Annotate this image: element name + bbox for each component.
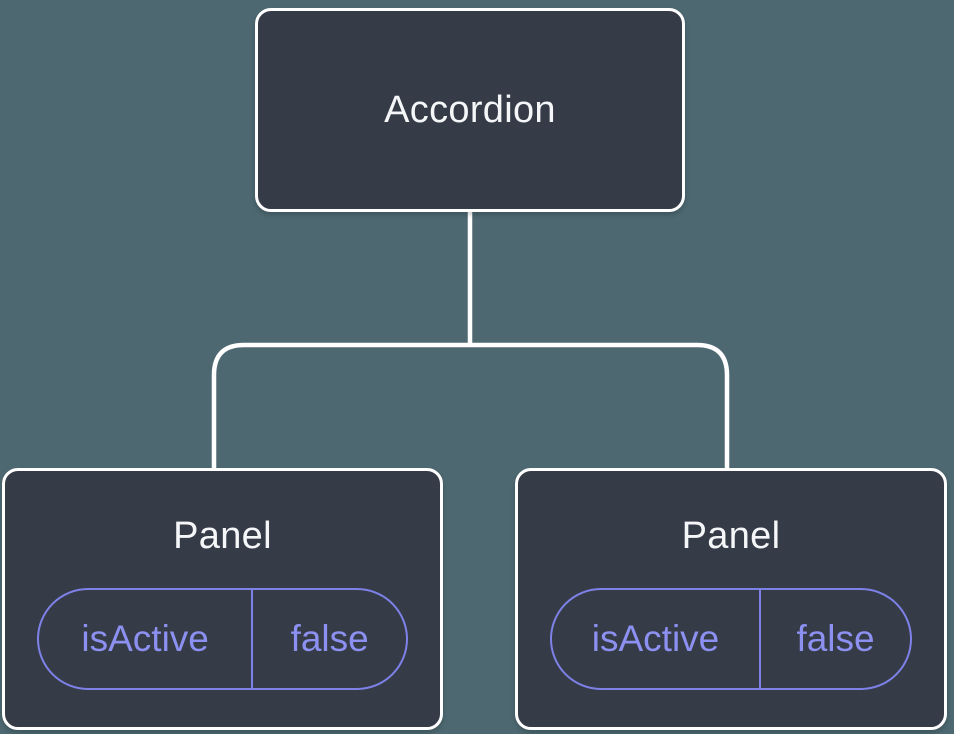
accordion-node-label: Accordion	[384, 88, 556, 131]
panel-node-1-label: Panel	[173, 515, 272, 557]
panel-node-1: Panel isActive false	[2, 468, 443, 730]
panel-2-prop-pill: isActive false	[550, 588, 912, 690]
panel-1-prop-pill: isActive false	[37, 588, 408, 690]
panel-2-prop-name: isActive	[552, 590, 762, 688]
panel-node-2: Panel isActive false	[515, 468, 947, 730]
panel-1-prop-value: false	[290, 618, 369, 659]
panel-2-prop-value: false	[796, 618, 875, 659]
accordion-node: Accordion	[255, 8, 685, 212]
panel-1-prop-name: isActive	[39, 590, 254, 688]
panel-node-2-label: Panel	[681, 515, 781, 557]
connector-branch	[211, 342, 730, 470]
